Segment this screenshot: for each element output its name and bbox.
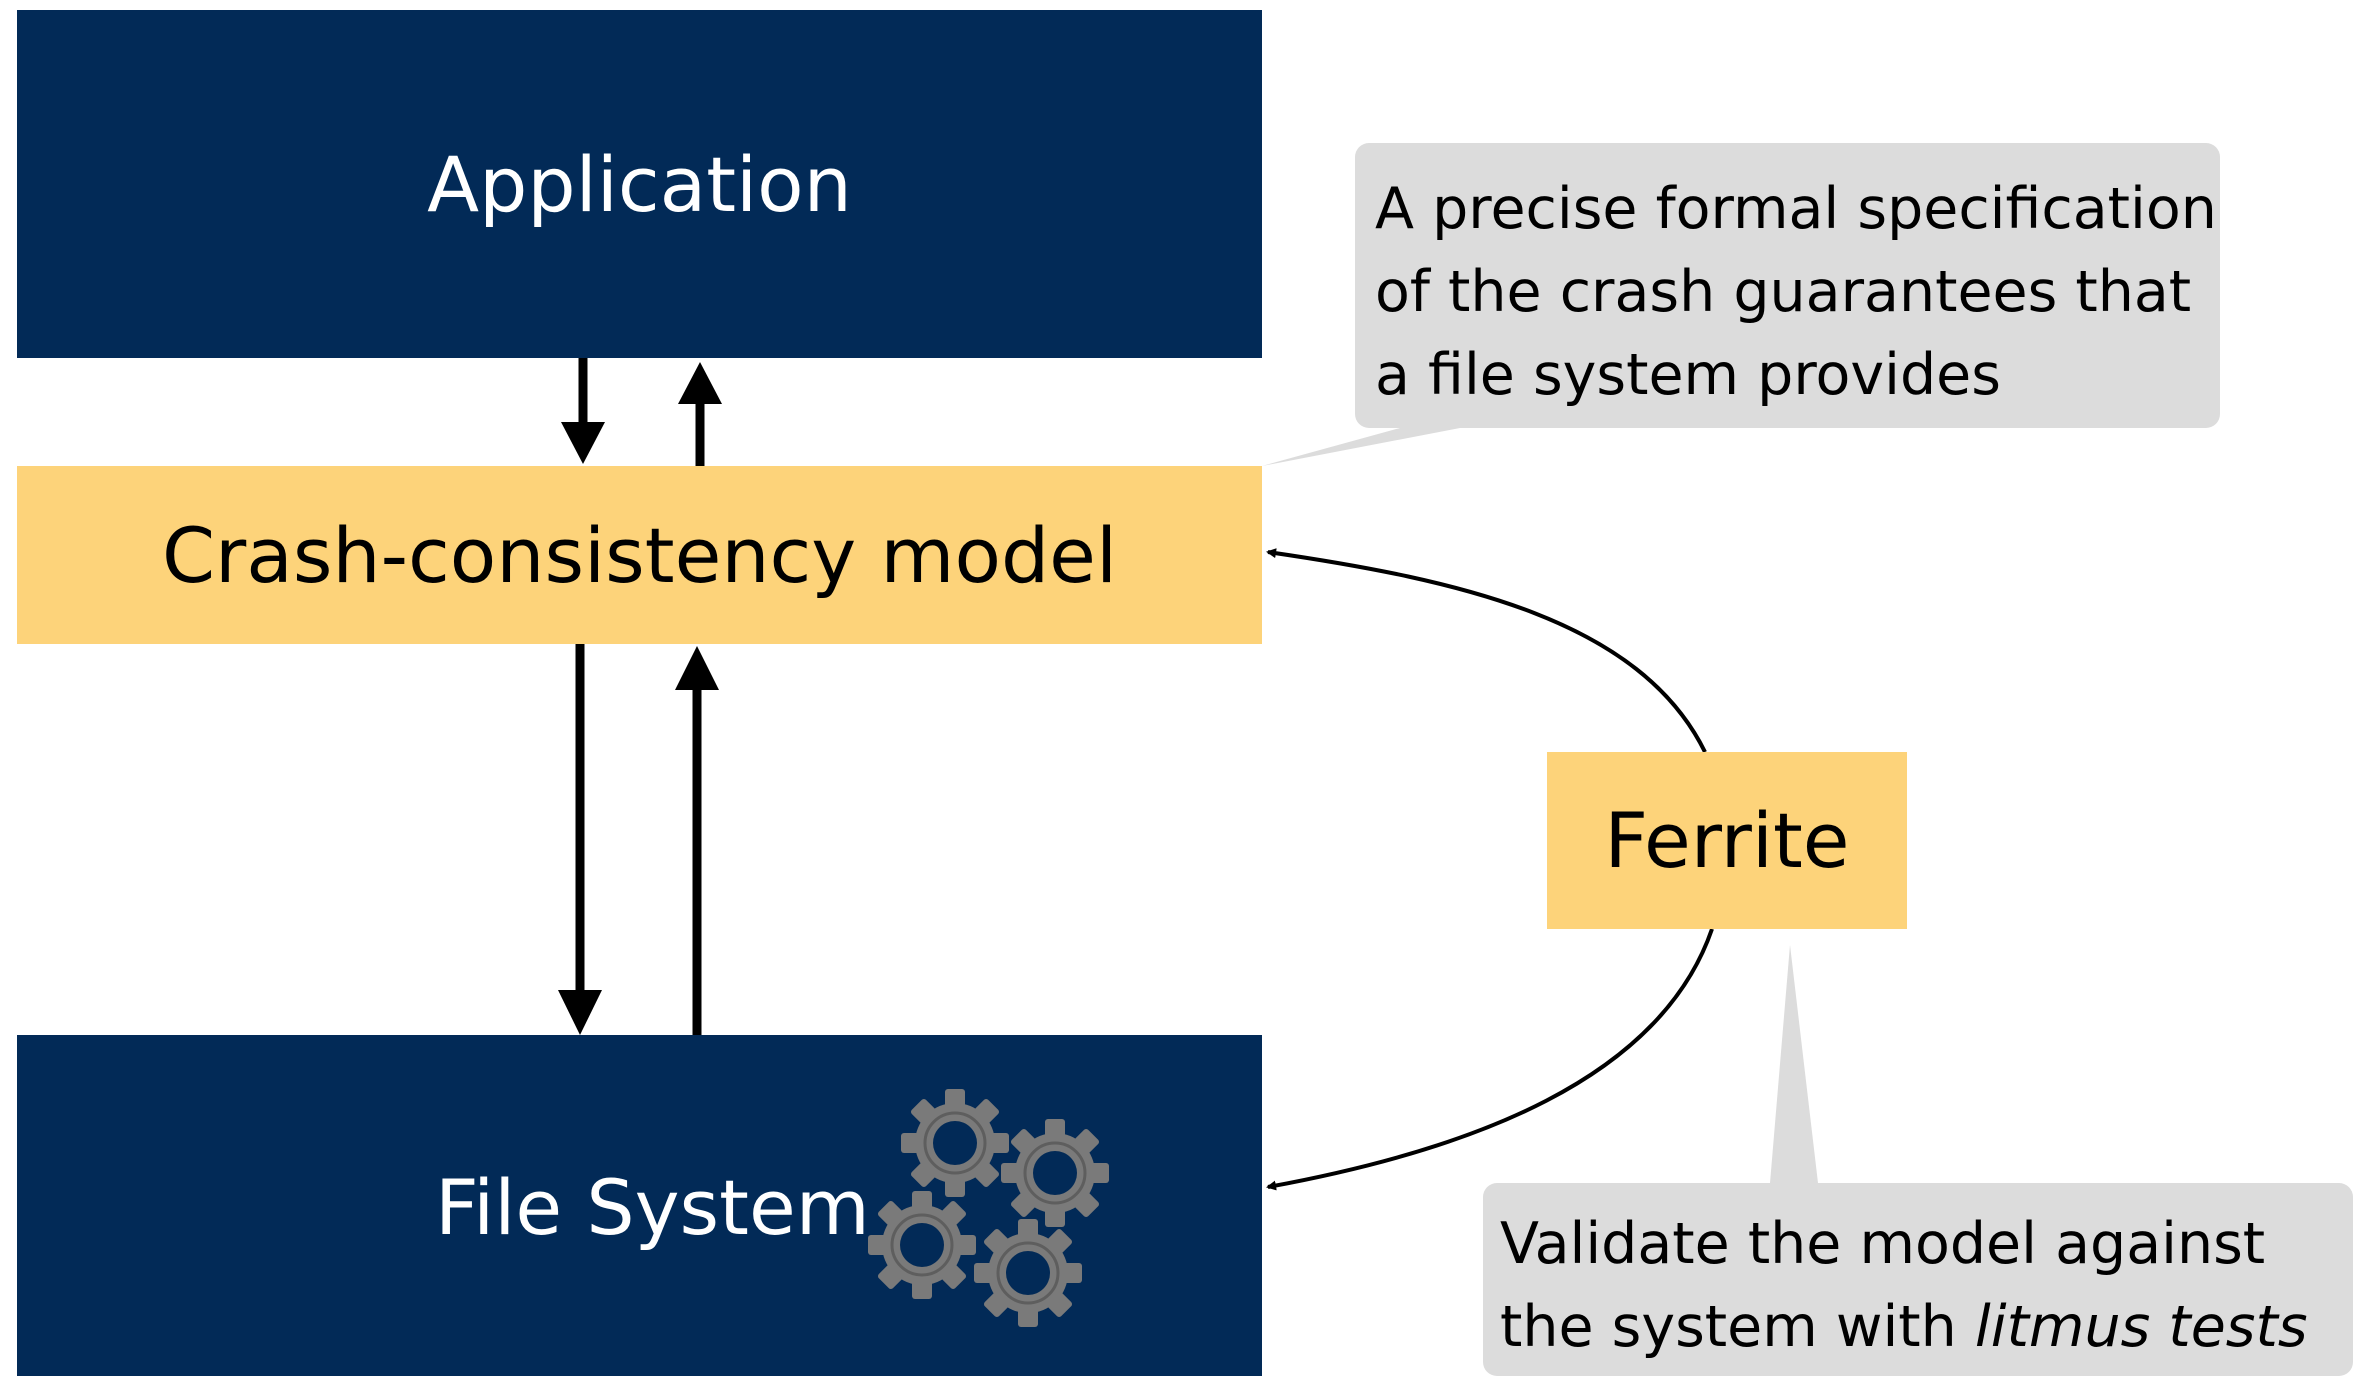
arrow-model-to-fs: [558, 644, 602, 1035]
callout-bottom-italic: litmus tests: [1974, 1294, 2308, 1360]
arrow-ferrite-to-fs: [1266, 928, 1714, 1191]
gears-icon: [866, 1087, 1111, 1329]
callout-bottom-text: Validate the model against the system wi…: [1500, 1203, 2350, 1369]
callout-top-text: A precise formal specification of the cr…: [1375, 176, 2217, 408]
application-label: Application: [427, 139, 852, 229]
arrow-app-to-model: [561, 358, 605, 464]
ferrite-box: Ferrite: [1547, 752, 1907, 929]
file-system-label: File System: [435, 1163, 870, 1252]
ferrite-label: Ferrite: [1604, 796, 1850, 885]
crash-consistency-model-box: Crash-consistency model: [17, 466, 1262, 644]
callout-bottom-prefix: Validate the model against the system wi…: [1500, 1211, 2266, 1360]
model-label: Crash-consistency model: [161, 510, 1118, 600]
callout-bottom: [1483, 945, 2353, 1376]
arrow-ferrite-to-model: [1266, 548, 1707, 753]
application-box: Application: [17, 10, 1262, 358]
callout-top: [1262, 143, 2220, 466]
arrow-fs-to-model: [675, 646, 719, 1035]
arrow-model-to-app: [678, 362, 722, 466]
